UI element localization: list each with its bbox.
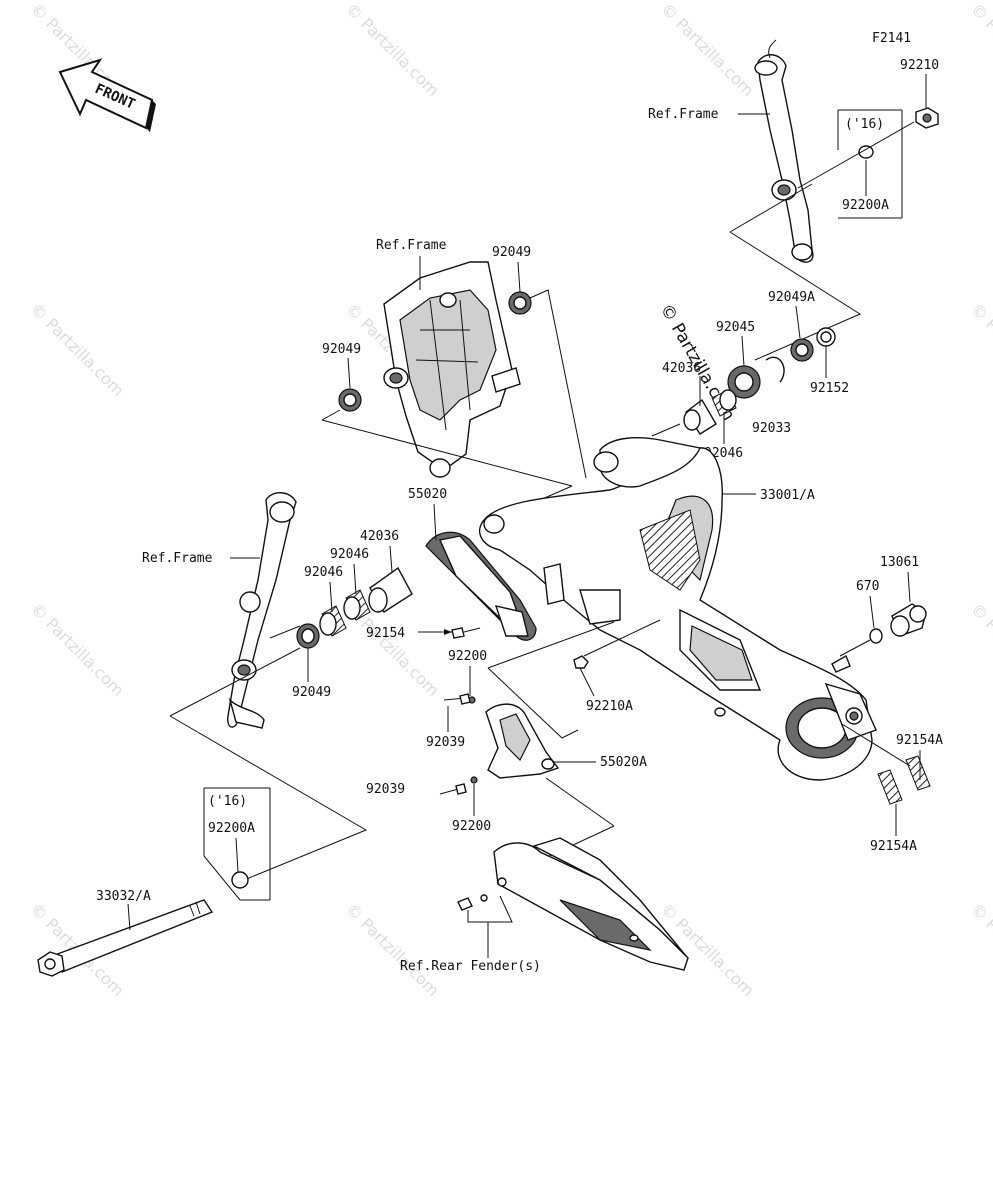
frame-bracket <box>383 261 521 478</box>
label-92152: 92152 <box>810 381 849 396</box>
nut-92210A <box>573 655 589 669</box>
washer-92200A-bottom <box>231 871 249 889</box>
seal-92049-bottom <box>296 623 320 649</box>
label-33001A: 33001/A <box>760 488 815 503</box>
bolt-92154 <box>451 627 481 639</box>
label-ref-frame-mid: Ref.Frame <box>376 238 447 253</box>
label-92154A-a: 92154A <box>896 733 943 748</box>
watermark: © Partzilla.com <box>27 599 128 700</box>
label-92210: 92210 <box>900 58 939 73</box>
label-13061: 13061 <box>880 555 919 570</box>
washer-92200A-top <box>858 145 874 159</box>
needle-bearing-92046-b <box>319 605 347 637</box>
label-55020A: 55020A <box>600 755 647 770</box>
label-55020: 55020 <box>408 487 447 502</box>
adjuster-13061 <box>890 603 927 637</box>
label-92200-b: 92200 <box>452 819 491 834</box>
label-92154A-b: 92154A <box>870 839 917 854</box>
label-16-top: ('16) <box>845 117 884 132</box>
label-92049-bottom: 92049 <box>292 685 331 700</box>
figure-code: F2141 <box>872 31 911 46</box>
watermark: © Partzilla.com <box>967 0 993 100</box>
label-42036-mid: 42036 <box>360 529 399 544</box>
circlip-92033 <box>765 356 785 383</box>
label-ref-frame-top: Ref.Frame <box>648 107 719 122</box>
watermark: © Partzilla.com <box>967 599 993 700</box>
seal-92049-left <box>338 388 362 412</box>
label-92210A: 92210A <box>586 699 633 714</box>
screw-rear-fender <box>457 894 488 911</box>
bracket-55020A <box>485 703 560 779</box>
label-92200A-bottom: 92200A <box>208 821 255 836</box>
label-92033: 92033 <box>752 421 791 436</box>
rear-fender <box>493 837 689 971</box>
stud-92154A-b <box>877 769 903 805</box>
watermark: © Partzilla.com <box>967 299 993 400</box>
label-92049A: 92049A <box>768 290 815 305</box>
watermark: © Partzilla.com <box>342 899 443 1000</box>
rivet-92039-a <box>443 693 471 705</box>
collar-42036-mid <box>368 566 413 613</box>
label-42036-top: 42036 <box>662 361 701 376</box>
watermark: © Partzilla.com <box>967 899 993 1000</box>
label-92154: 92154 <box>366 626 405 641</box>
seal-92049-top <box>508 291 532 315</box>
label-92039-b: 92039 <box>366 782 405 797</box>
label-92039-a: 92039 <box>426 735 465 750</box>
label-92200A-top: 92200A <box>842 198 889 213</box>
label-ref-rear-fender: Ref.Rear Fender(s) <box>400 959 541 974</box>
label-92200-a: 92200 <box>448 649 487 664</box>
watermark: © Partzilla.com <box>27 299 128 400</box>
label-ref-frame-left: Ref.Frame <box>142 551 213 566</box>
watermark: © Partzilla.com <box>657 0 758 100</box>
rivet-92039-b <box>439 783 467 795</box>
label-92046-a: 92046 <box>330 547 369 562</box>
label-16-bottom: ('16) <box>208 794 247 809</box>
frame-link-left <box>227 492 297 729</box>
label-33032A: 33032/A <box>96 889 151 904</box>
label-670: 670 <box>856 579 879 594</box>
label-92049-top: 92049 <box>492 245 531 260</box>
watermark: © Partzilla.com <box>342 0 443 100</box>
oring-670 <box>869 628 883 644</box>
label-92049-left: 92049 <box>322 342 361 357</box>
stud-92154A-a <box>905 755 931 791</box>
collar-42036-top <box>683 398 717 435</box>
clip-92200-b <box>470 776 478 784</box>
label-92046-b: 92046 <box>304 565 343 580</box>
front-arrow-icon: FRONT <box>58 58 156 132</box>
needle-bearing-92046-a <box>343 589 371 621</box>
needle-bearing-92046-top <box>711 389 737 417</box>
nut-92210 <box>915 107 939 129</box>
chain-guard-55020 <box>425 531 565 641</box>
swingarm-33001A <box>479 437 877 781</box>
frame-link-top <box>754 39 814 263</box>
label-92045: 92045 <box>716 320 755 335</box>
pivot-shaft-33032A <box>37 899 214 977</box>
